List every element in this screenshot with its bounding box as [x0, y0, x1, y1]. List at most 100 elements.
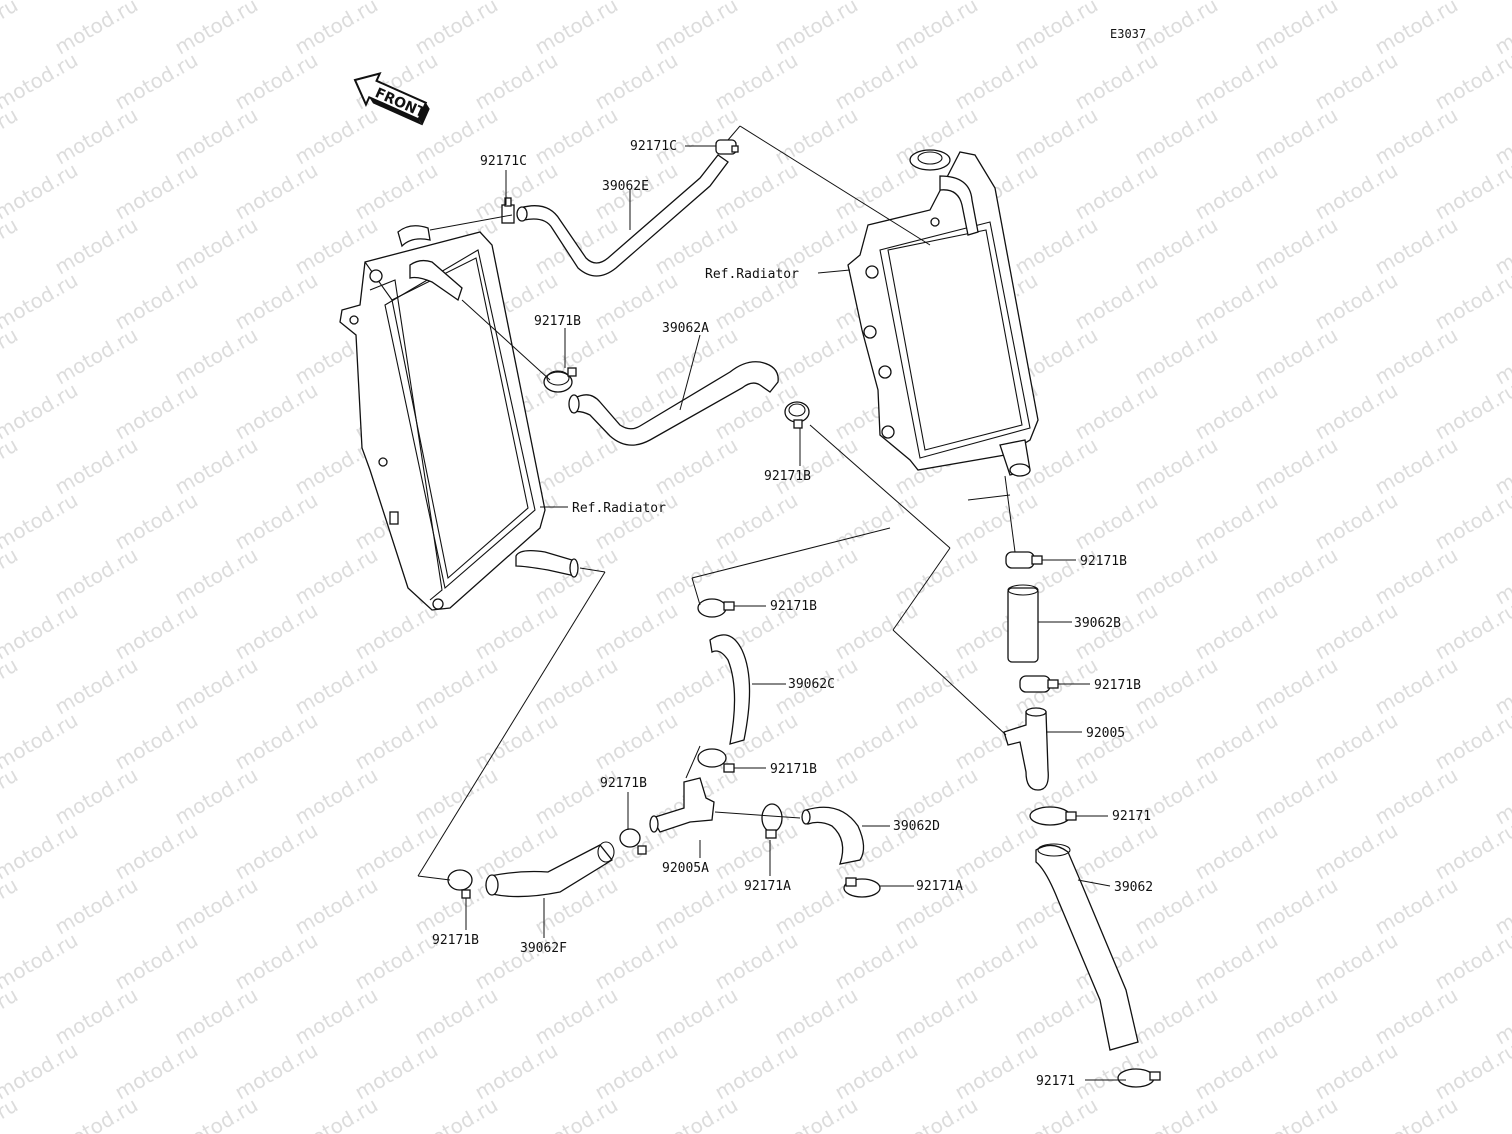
watermark-text: motod.ru: [0, 378, 82, 445]
watermark-text: motod.ru: [111, 928, 202, 995]
joint-92005: [1003, 707, 1049, 791]
watermark-text: motod.ru: [951, 1038, 1042, 1105]
watermark-text: motod.ru: [0, 488, 82, 555]
watermark-text: motod.ru: [0, 158, 82, 225]
label-39062E: 39062E: [602, 179, 649, 194]
watermark-text: motod.ru: [831, 1038, 922, 1105]
watermark-text: motod.ru: [111, 378, 202, 445]
joint-92005A: [649, 777, 715, 833]
watermark-text: motod.ru: [591, 598, 682, 665]
watermark-text: motod.ru: [1431, 48, 1512, 115]
watermark-text: motod.ru: [1431, 708, 1512, 775]
watermark-text: motod.ru: [1131, 103, 1222, 170]
watermark-text: motod.ru: [291, 763, 382, 830]
watermark-text: motod.ru: [651, 433, 742, 500]
watermark-text: motod.ru: [291, 873, 382, 940]
watermark-text: motod.ru: [231, 48, 322, 115]
watermark-text: motod.ru: [1251, 983, 1342, 1050]
clamp-92171A-1: [761, 803, 783, 839]
watermark-text: motod.ru: [1191, 48, 1282, 115]
watermark-text: motod.ru: [1131, 323, 1222, 390]
watermark-text: motod.ru: [471, 48, 562, 115]
watermark-text: motod.ru: [1311, 928, 1402, 995]
watermark-text: motod.ru: [1431, 1038, 1512, 1105]
clamp-92171C-left: [501, 197, 515, 224]
watermark-text: motod.ru: [1251, 323, 1342, 390]
watermark-text: motod.ru: [0, 983, 22, 1050]
watermark-text: motod.ru: [651, 873, 742, 940]
watermark-text: motod.ru: [171, 323, 262, 390]
watermark-text: motod.ru: [891, 983, 982, 1050]
watermark-text: motod.ru: [0, 873, 22, 940]
label-ref-radiator-right: Ref.Radiator: [705, 267, 799, 282]
watermark-text: motod.ru: [111, 598, 202, 665]
watermark-text: motod.ru: [51, 433, 142, 500]
watermark-text: motod.ru: [651, 983, 742, 1050]
watermark-text: motod.ru: [291, 1093, 382, 1134]
watermark-text: motod.ru: [0, 48, 82, 115]
watermark-text: motod.ru: [1431, 488, 1512, 555]
watermark-text: motod.ru: [1371, 873, 1462, 940]
label-92005: 92005: [1086, 726, 1125, 741]
watermark-text: motod.ru: [351, 598, 442, 665]
watermark-text: motod.ru: [1311, 268, 1402, 335]
watermark-text: motod.ru: [1191, 268, 1282, 335]
watermark-text: motod.ru: [531, 983, 622, 1050]
watermark-text: motod.ru: [1371, 653, 1462, 720]
watermark-text: motod.ru: [1431, 818, 1512, 885]
label-92171B-g: 92171B: [600, 776, 647, 791]
hose-39062E: [516, 154, 729, 277]
watermark-text: motod.ru: [0, 653, 22, 720]
clamp-92171A-2: [843, 877, 881, 898]
watermark-text: motod.ru: [231, 158, 322, 225]
watermark-text: motod.ru: [0, 433, 22, 500]
watermark-text: motod.ru: [171, 433, 262, 500]
watermark-text: motod.ru: [831, 48, 922, 115]
watermark-text: motod.ru: [291, 983, 382, 1050]
label-39062C: 39062C: [788, 677, 835, 692]
watermark-text: motod.ru: [1131, 653, 1222, 720]
watermark-text: motod.ru: [111, 1038, 202, 1105]
watermark-text: motod.ru: [1431, 268, 1512, 335]
watermark-text: motod.ru: [51, 323, 142, 390]
watermark-text: motod.ru: [1251, 543, 1342, 610]
watermark-text: motod.ru: [1431, 928, 1512, 995]
watermark-text: motod.ru: [1371, 213, 1462, 280]
label-92171B-a: 92171B: [534, 314, 581, 329]
watermark-text: motod.ru: [1371, 103, 1462, 170]
watermark-text: motod.ru: [771, 433, 862, 500]
watermark-text: motod.ru: [591, 1038, 682, 1105]
clamp-92171C-top: [715, 139, 739, 155]
watermark-text: motod.ru: [171, 763, 262, 830]
watermark-text: motod.ru: [1371, 543, 1462, 610]
watermark-text: motod.ru: [711, 928, 802, 995]
watermark-text: motod.ru: [171, 983, 262, 1050]
watermark-text: motod.ru: [291, 543, 382, 610]
right-radiator: [847, 149, 1039, 477]
watermark-text: motod.ru: [51, 983, 142, 1050]
watermark-text: motod.ru: [1371, 433, 1462, 500]
label-39062B: 39062B: [1074, 616, 1121, 631]
watermark-text: motod.ru: [711, 818, 802, 885]
watermark-text: motod.ru: [0, 928, 82, 995]
watermark-text: motod.ru: [291, 653, 382, 720]
watermark-text: motod.ru: [231, 598, 322, 665]
watermark-text: motod.ru: [171, 543, 262, 610]
watermark-text: motod.ru: [231, 1038, 322, 1105]
watermark-text: motod.ru: [0, 763, 22, 830]
label-92005A: 92005A: [662, 861, 709, 876]
watermark-text: motod.ru: [1371, 323, 1462, 390]
clamp-92171B-mid-3: [619, 828, 647, 855]
watermark-text: motod.ru: [351, 158, 442, 225]
watermark-text: motod.ru: [591, 928, 682, 995]
watermark-text: motod.ru: [231, 928, 322, 995]
watermark-text: motod.ru: [351, 928, 442, 995]
watermark-text: motod.ru: [1251, 213, 1342, 280]
watermark-text: motod.ru: [1071, 818, 1162, 885]
watermark-text: motod.ru: [1311, 598, 1402, 665]
watermark-text: motod.ru: [1191, 928, 1282, 995]
label-92171-b: 92171: [1036, 1074, 1075, 1089]
label-92171A-a: 92171A: [744, 879, 791, 894]
watermark-text: motod.ru: [231, 268, 322, 335]
